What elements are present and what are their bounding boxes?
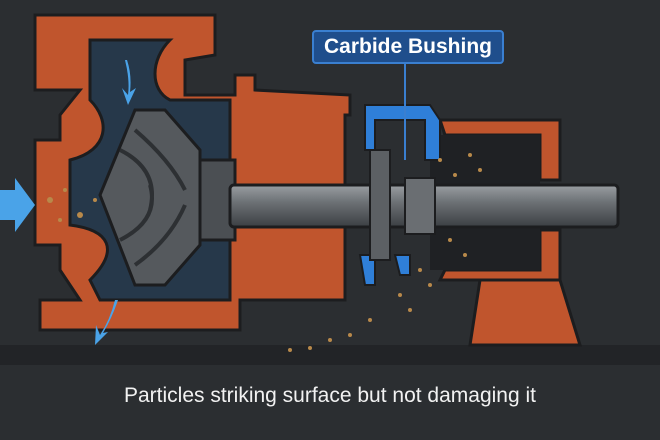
flow-arrow-icon xyxy=(95,300,118,345)
impeller-vanes xyxy=(119,128,187,267)
sleeve xyxy=(404,177,436,235)
inlet-arrow-icon xyxy=(0,178,35,232)
component-label: Carbide Bushing xyxy=(312,30,504,64)
caption: Particles striking surface but not damag… xyxy=(123,384,537,407)
seal-ring xyxy=(369,149,391,261)
floor xyxy=(0,345,660,365)
carbide-bushing xyxy=(358,104,441,286)
flow-arrows xyxy=(0,60,136,345)
particles xyxy=(47,153,482,352)
flow-arrow-icon xyxy=(122,60,136,105)
